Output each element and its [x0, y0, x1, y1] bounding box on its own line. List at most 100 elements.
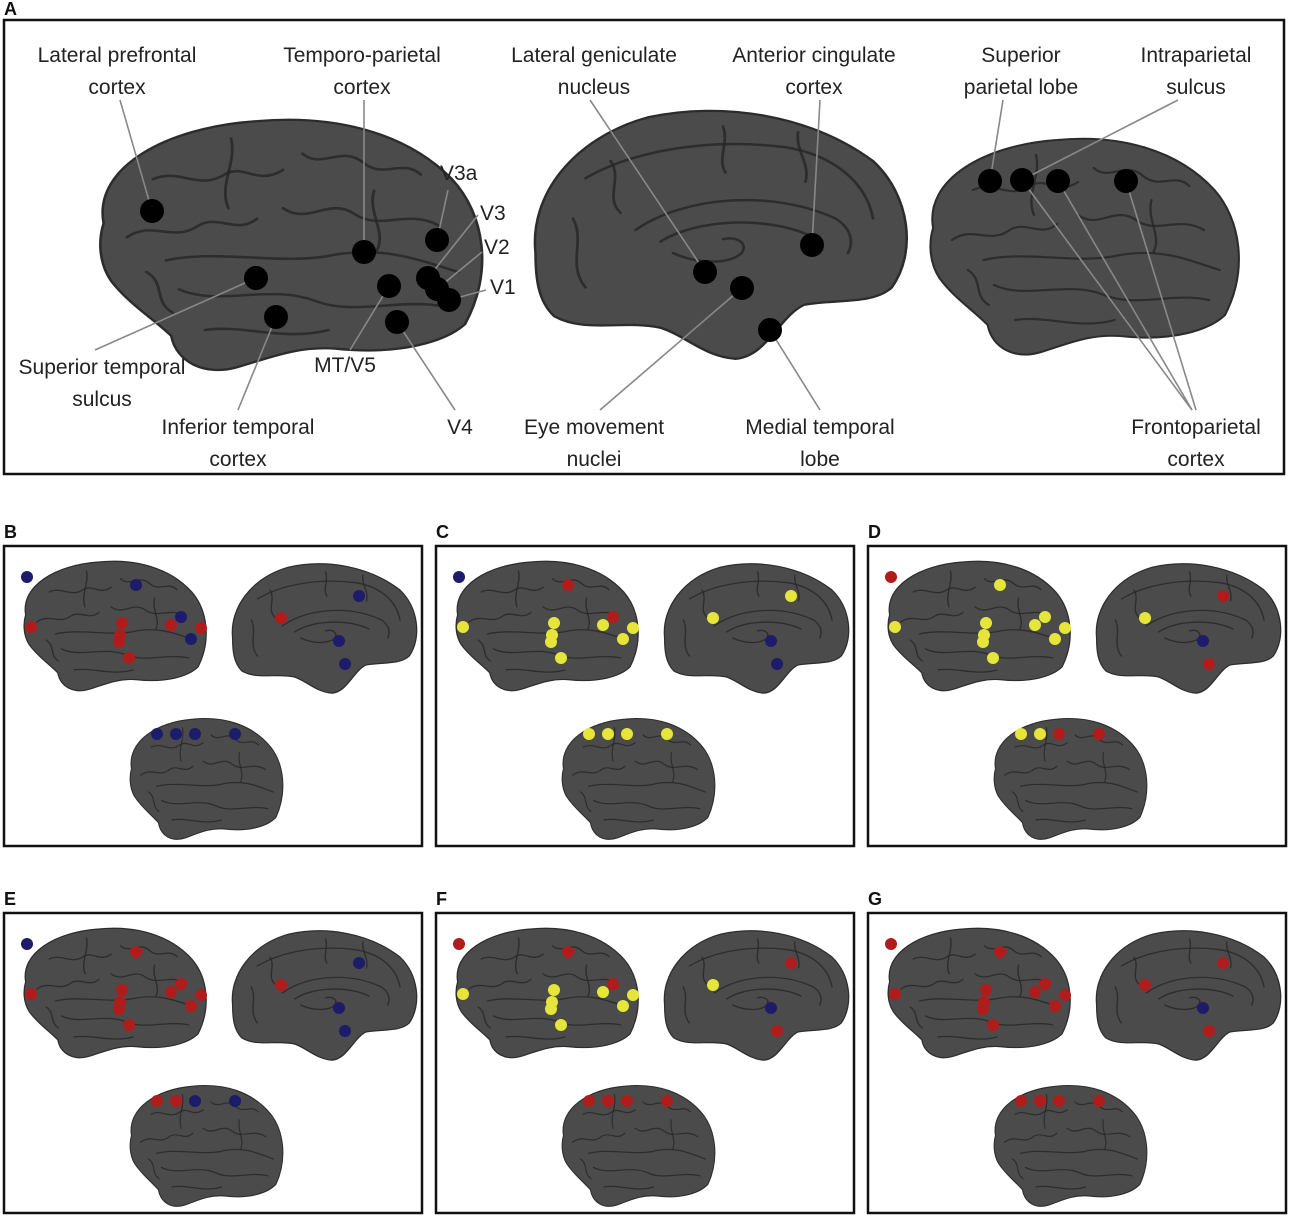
lateral-dot [978, 996, 990, 1008]
lateral-brain [887, 927, 1071, 1059]
label-medial-temporal-lobe-2: lobe [800, 448, 840, 471]
lateral-dot [885, 938, 897, 950]
top-dot [1093, 728, 1105, 740]
lateral-dot [114, 996, 126, 1008]
panel-letter-g: G [868, 889, 882, 909]
lateral-dot [607, 611, 619, 623]
lateral-dot [165, 986, 177, 998]
label-v4: V4 [447, 416, 473, 439]
lateral-dot [453, 571, 465, 583]
panel-d: D [866, 522, 1288, 848]
label-eye-movement-nuclei-2: nuclei [567, 448, 622, 471]
lateral-dot [114, 629, 126, 641]
lateral-dot [548, 984, 560, 996]
lateral-dot [185, 1000, 197, 1012]
lateral-brain [887, 560, 1071, 692]
panel-frame [434, 911, 856, 1215]
lateral-dot [123, 1019, 135, 1031]
region-dot-intraparietal-sulcus [1010, 168, 1034, 192]
top-dot [1034, 1095, 1046, 1107]
leader-line [94, 277, 257, 351]
region-dot-anterior-cingulate-cortex [800, 233, 824, 257]
lateral-dot [1029, 986, 1041, 998]
region-dot-lateral-prefrontal-cortex [140, 199, 164, 223]
region-dot-frontoparietal-cortex-2 [1114, 169, 1138, 193]
region-dot-medial-temporal-lobe [758, 318, 782, 342]
lateral-dot [889, 988, 901, 1000]
medial-dot [1203, 1025, 1215, 1037]
lateral-dot [548, 617, 560, 629]
lateral-dot [994, 579, 1006, 591]
top-dot [170, 1095, 182, 1107]
medial-dot [1197, 1002, 1209, 1014]
panel-a-medial-brain [533, 109, 909, 361]
lateral-dot [617, 633, 629, 645]
leader-line [427, 214, 479, 279]
panel-letter-c: C [436, 522, 449, 542]
region-dot-superior-parietal-lobe [978, 169, 1002, 193]
top-dot [151, 1095, 163, 1107]
leader-line [1021, 179, 1193, 411]
leader-line [769, 329, 821, 411]
medial-dot [339, 1025, 351, 1037]
lateral-dot [980, 617, 992, 629]
label-intraparietal-sulcus-2: sulcus [1166, 76, 1226, 99]
lateral-dot [21, 938, 33, 950]
lateral-dot [453, 938, 465, 950]
region-dot-frontoparietal-cortex-1 [1046, 169, 1070, 193]
lateral-dot [195, 622, 207, 634]
label-medial-temporal-lobe-1: Medial temporal [745, 416, 894, 439]
region-dot-eye-movement-nuclei [730, 276, 754, 300]
leader-line [1021, 99, 1179, 181]
lateral-dot [185, 633, 197, 645]
region-dot-inferior-temporal-cortex [264, 305, 288, 329]
leader-line [237, 316, 277, 411]
lateral-dot [978, 629, 990, 641]
lateral-brain [23, 927, 207, 1059]
lateral-brain [23, 560, 207, 692]
medial-dot [275, 979, 287, 991]
region-dot-v3a [425, 228, 449, 252]
region-dot-temporo-parietal-cortex [352, 240, 376, 264]
label-superior-parietal-lobe-2: parietal lobe [964, 76, 1078, 99]
medial-dot [1217, 590, 1229, 602]
lateral-dot [889, 621, 901, 633]
lateral-dot [994, 946, 1006, 958]
lateral-dot [457, 621, 469, 633]
medial-dot [353, 957, 365, 969]
lateral-dot [130, 946, 142, 958]
leader-line [349, 285, 390, 351]
region-dot-v4 [385, 310, 409, 334]
medial-dot [707, 979, 719, 991]
top-dot [583, 728, 595, 740]
medial-dot [765, 1002, 777, 1014]
lateral-dot [195, 989, 207, 1001]
lateral-dot [1039, 978, 1051, 990]
panel-frame [866, 911, 1288, 1215]
top-dot [1053, 1095, 1065, 1107]
top-dot [1015, 1095, 1027, 1107]
medial-dot [785, 957, 797, 969]
leader-line [989, 99, 1004, 182]
panel-f: F [434, 889, 856, 1215]
lateral-dot [1029, 619, 1041, 631]
top-dot [229, 728, 241, 740]
lateral-brain [455, 560, 639, 692]
top-dot [170, 728, 182, 740]
leader-line [589, 99, 706, 273]
top-dot [621, 1095, 633, 1107]
lateral-dot [627, 989, 639, 1001]
label-superior-temporal-sulcus-2: sulcus [72, 388, 132, 411]
region-dot-mt-v5 [377, 274, 401, 298]
lateral-dot [21, 571, 33, 583]
medial-dot [1139, 979, 1151, 991]
medial-dot [1139, 612, 1151, 624]
panel-frame [2, 544, 424, 848]
label-v3: V3 [480, 202, 506, 225]
panel-b: B [2, 522, 424, 848]
label-anterior-cingulate-cortex-2: cortex [785, 76, 843, 99]
lateral-dot [980, 984, 992, 996]
region-dot-v1 [437, 288, 461, 312]
region-dot-superior-temporal-sulcus [244, 266, 268, 290]
